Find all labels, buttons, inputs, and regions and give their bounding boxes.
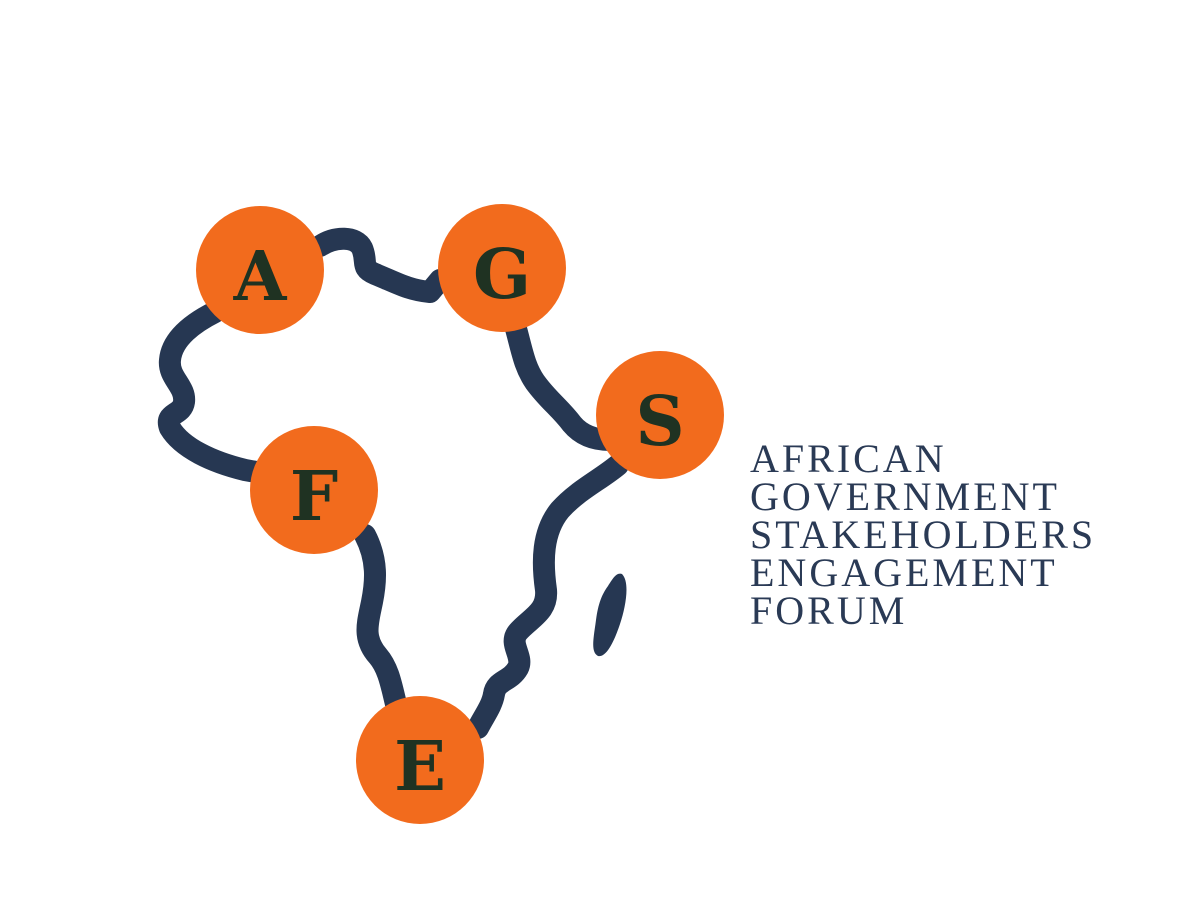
bubble-e-circle bbox=[356, 696, 484, 824]
bubble-f-letter: F bbox=[290, 457, 338, 537]
bubble-f-circle bbox=[250, 426, 378, 554]
bubble-s-letter: S bbox=[635, 382, 684, 462]
wordmark-line-government: GOVERNMENT bbox=[750, 474, 1060, 519]
bubble-s: S bbox=[596, 351, 724, 479]
bubble-e-letter: E bbox=[394, 727, 446, 807]
bubble-g-letter: G bbox=[473, 235, 531, 315]
wordmark-line-engagement: ENGAGEMENT bbox=[750, 550, 1058, 595]
wordmark-line-forum: FORUM bbox=[750, 588, 908, 633]
wordmark-line-stakeholders: STAKEHOLDERS bbox=[750, 512, 1097, 557]
wordmark-line-african: AFRICAN bbox=[750, 436, 947, 481]
organization-name: AFRICAN GOVERNMENT STAKEHOLDERS ENGAGEME… bbox=[750, 436, 1097, 633]
bubble-a-circle bbox=[196, 206, 324, 334]
bubble-a-letter: A bbox=[233, 237, 288, 317]
bubble-g-circle bbox=[438, 204, 566, 332]
bubble-e: E bbox=[356, 696, 484, 824]
bubble-a: A bbox=[196, 206, 324, 334]
bubble-g: G bbox=[438, 204, 566, 332]
africa-outline bbox=[157, 227, 629, 739]
madagascar-island bbox=[593, 573, 627, 657]
bubble-f: F bbox=[250, 426, 378, 554]
bubble-s-circle bbox=[596, 351, 724, 479]
